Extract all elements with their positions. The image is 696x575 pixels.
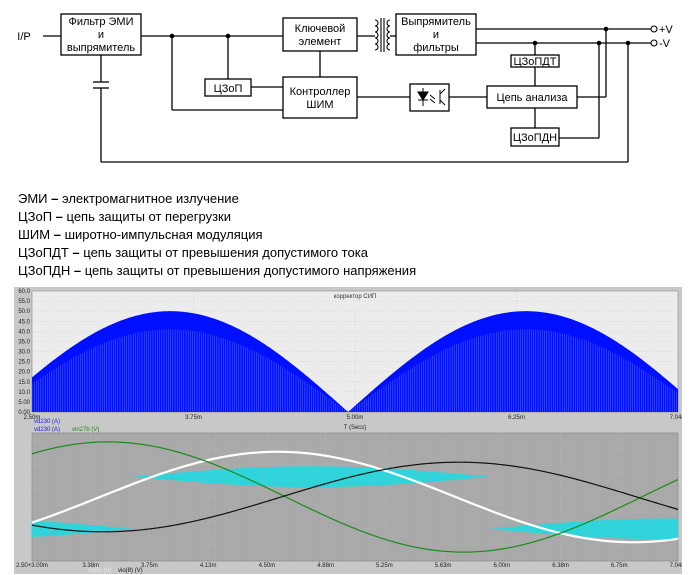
x-tick-label: 5.00m (347, 415, 364, 421)
rectifier-label-1: Выпрямитель (401, 16, 471, 28)
legend-item-pwm: ШИМ – широтно-импульсная модуляция (18, 227, 263, 242)
legend-text: электромагнитное излучение (62, 191, 239, 206)
junction-dots (169, 26, 631, 46)
y-tick-label: 25.0 (18, 360, 30, 366)
optocoupler-block (409, 83, 450, 112)
legend-item-czopdt: ЦЗоПДТ – цепь защиты от превышения допус… (18, 245, 368, 260)
czopdt-label: ЦЗоПДТ (514, 56, 557, 68)
czop-block (204, 78, 252, 97)
legend-text: широтно-импульсная модуляция (64, 227, 263, 242)
rectifier-label-2: и (433, 29, 439, 41)
emi-filter-block (60, 13, 142, 56)
x-tick-label: 2.50m (24, 415, 41, 421)
optocoupler-symbol (417, 88, 446, 106)
x-tick-label: 3.75m (141, 563, 158, 569)
x-tick-label: 5.25m (376, 563, 393, 569)
current-chart-legend: vd230 (A) (34, 419, 60, 425)
czopdt-block (510, 54, 560, 68)
voltage-chart-legend-e: vio(8) (V) (118, 568, 143, 574)
switch-label-1: Ключевой (295, 23, 346, 35)
x-tick-label: 4.13m (200, 563, 217, 569)
x-tick-label: 6.75m (611, 563, 628, 569)
legend-abbr: ЦЗоП (18, 209, 53, 224)
y-tick-label: 10.0 (18, 390, 30, 396)
output-plus-label: +V (659, 24, 673, 36)
emi-filter-label-2: и (98, 29, 104, 41)
x-tick-label: 3.75m (185, 415, 202, 421)
y-tick-label: 45.0 (18, 319, 30, 325)
legend-abbr: ЦЗоПДТ (18, 245, 69, 260)
analysis-label: Цепь анализа (496, 92, 568, 104)
transformer-symbol (374, 18, 391, 52)
legend-item-czop: ЦЗоП – цепь защиты от перегрузки (18, 209, 232, 224)
legend-abbr: ЦЗоПДН (18, 263, 71, 278)
emi-filter-label-3: выпрямитель (67, 42, 135, 54)
switch-label-2: элемент (299, 36, 342, 48)
y-tick-label: 30.0 (18, 350, 30, 356)
voltage-chart-series (31, 441, 679, 553)
current-chart: 0.00 5.00 10.0 15.0 20.0 25.0 30.0 35.0 40.0 45.0… (18, 289, 682, 431)
y-tick-label: 35.0 (18, 339, 30, 345)
current-chart-title: корректор СИП (334, 294, 377, 300)
x-tick-label: 7.04m (670, 563, 682, 569)
pwm-label-2: ШИМ (306, 99, 333, 111)
rectifier-block (395, 13, 477, 56)
x-tick-label: 6.38m (552, 563, 569, 569)
output-terminals (650, 25, 658, 47)
legend-text: цепь защиты от перегрузки (66, 209, 232, 224)
y-tick-label: 40.0 (18, 329, 30, 335)
wires (43, 28, 651, 163)
pwm-label-1: Контроллер (290, 86, 351, 98)
current-envelope-area (32, 311, 678, 412)
legend-item-czopdn: ЦЗоПДН – цепь защиты от превышения допус… (18, 263, 417, 278)
voltage-chart-x-ticks: 2.50+3.00m 3.38m 3.75m 4.13m 4.50m 4.88m 5.25m… (16, 563, 682, 569)
output-minus-label: -V (659, 38, 671, 50)
oscilloscope-chart: 0.00 5.00 10.0 15.0 20.0 25.0 30.0 35.0 40.0 45.0… (14, 287, 682, 574)
voltage-chart-legend-a: vd230 (A) (34, 427, 60, 433)
x-tick-label: 4.50m (259, 563, 276, 569)
czopdn-block (510, 127, 560, 147)
current-chart-y-ticks: 0.00 5.00 10.0 15.0 20.0 25.0 30.0 35.0 40.0 45.0… (18, 289, 30, 416)
legend-text: цепь защиты от превышения допустимого на… (84, 263, 417, 278)
block-diagram: I/P Фильтр ЭМИ и выпрямитель Ключевой эл… (17, 13, 673, 163)
current-chart-xlabel: T (Secs) (344, 425, 367, 431)
voltage-chart-legend-b: vin27b (V) (72, 427, 99, 433)
current-chart-x-ticks: 2.50m 3.75m 5.00m 6.25m 7.04m (24, 415, 682, 421)
czop-label: ЦЗоП (214, 83, 243, 95)
input-label: I/P (17, 31, 30, 43)
y-tick-label: 60.0 (18, 289, 30, 295)
x-tick-label: 6.00m (493, 563, 510, 569)
rectifier-label-3: фильтры (413, 42, 459, 54)
series-line (31, 461, 679, 533)
series-line (31, 450, 679, 544)
y-tick-label: 15.0 (18, 380, 30, 386)
switch-block (282, 17, 358, 52)
y-tick-label: 5.00 (18, 400, 30, 406)
y-tick-label: 20.0 (18, 370, 30, 376)
y-tick-label: 55.0 (18, 299, 30, 305)
pwm-block (282, 76, 358, 119)
voltage-chart-grid (31, 432, 679, 562)
series-ripple-band (31, 466, 678, 540)
x-tick-label: 2.50+3.00m (16, 563, 48, 569)
y-tick-label: 50.0 (18, 309, 30, 315)
legend-abbr: ЭМИ (18, 191, 48, 206)
x-tick-label: 4.88m (317, 563, 334, 569)
legend-text: цепь защиты от превышения допустимого то… (83, 245, 368, 260)
y-tick-label: 0.00 (18, 410, 30, 416)
current-ripple-lines (31, 329, 677, 412)
czopdn-label: ЦЗоПДН (513, 132, 557, 144)
voltage-chart-plot-area (31, 432, 679, 562)
x-tick-label: 3.38m (82, 563, 99, 569)
emi-filter-label-1: Фильтр ЭМИ (69, 16, 134, 28)
analysis-block (486, 85, 578, 109)
series-line (31, 441, 679, 553)
x-tick-label: 5.63m (435, 563, 452, 569)
x-tick-label: 6.25m (508, 415, 525, 421)
x-tick-label: 7.04m (670, 415, 682, 421)
legend-abbr: ШИМ (18, 227, 51, 242)
voltage-chart: 2.50+3.00m 3.38m 3.75m 4.13m 4.50m 4.88m 5.25m… (16, 427, 682, 574)
legend-item-emi: ЭМИ – электромагнитное излучение (18, 191, 239, 206)
voltage-chart-legend-d: vo(5) (V) (88, 568, 111, 574)
